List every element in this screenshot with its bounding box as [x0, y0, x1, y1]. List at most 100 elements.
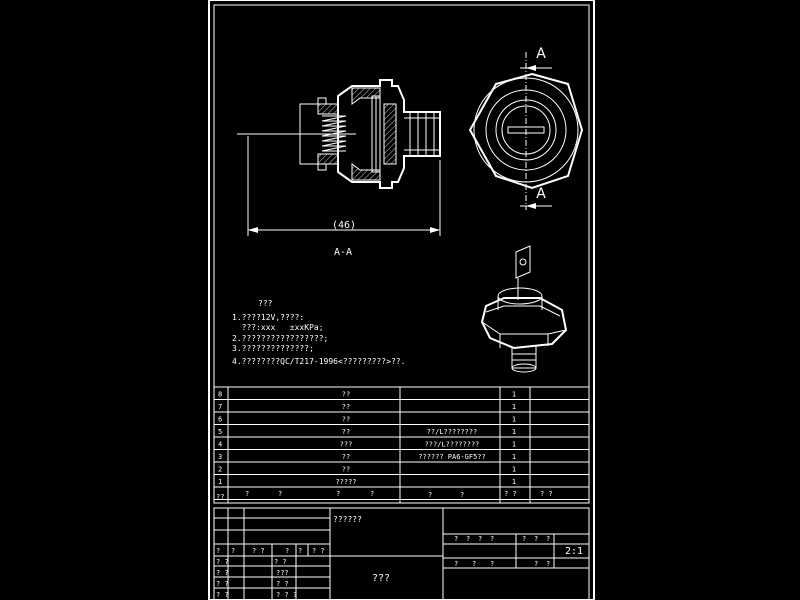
part-name: ??: [342, 416, 350, 424]
isometric-view: [480, 245, 568, 373]
part-no: 3: [218, 453, 222, 461]
part-no: 2: [218, 466, 222, 474]
part-name: ???: [340, 441, 353, 449]
sheet-info-row: ? ? ? ? ? ? ? ? ? ? ? ?: [454, 535, 550, 568]
part-qty: 1: [512, 403, 516, 411]
section-label: A-A: [334, 247, 352, 258]
spring: [300, 115, 356, 152]
header-col-5: ?: [428, 491, 432, 499]
sign-rows: ? ? ? ? ? ? ??? ? ? ? ? ? ? ? ? ?: [216, 558, 297, 599]
dim-arrow-left: [248, 227, 258, 233]
sign-row-4-value: ? ? ?: [276, 591, 297, 599]
end-view: A A: [468, 46, 584, 210]
housing-section-bottom: [351, 163, 381, 181]
company-name: ???: [372, 573, 390, 584]
part-qty: 1: [512, 391, 516, 399]
header-col-4: ?: [370, 490, 374, 498]
technical-notes: ??? 1.????12V,????: ???:xxx ±xxKPa; 2.??…: [232, 299, 405, 366]
parts-row: 7?? 1: [218, 403, 516, 411]
parts-row: 8?? 1: [218, 391, 516, 399]
part-spec: ?????? PA6-GF5??: [418, 453, 485, 461]
sheet-outer-border: [208, 0, 595, 600]
part-no: 6: [218, 416, 222, 424]
thread-section: [404, 112, 440, 156]
iso-blade: [515, 245, 531, 279]
note-line-4: 3.??????????????;: [232, 344, 314, 353]
cap-section-bottom: [317, 153, 339, 165]
parts-row: 3?? ?????? PA6-GF5?? 1: [218, 453, 516, 461]
part-no: 5: [218, 428, 222, 436]
sign-row-1-value: ? ?: [274, 558, 287, 566]
iso-blade-hole: [519, 258, 527, 266]
rev-cell-5: ?: [298, 547, 302, 555]
sheet2-cell-1: ?: [454, 560, 458, 568]
part-no: 7: [218, 403, 222, 411]
parts-row: 1?????1: [218, 478, 516, 486]
sheet-cell-4: ?: [490, 535, 494, 543]
part-qty: 1: [512, 441, 516, 449]
header-col-3: ?: [336, 490, 340, 498]
rev-cell-2: ?: [231, 547, 235, 555]
sheet-cell-2: ?: [466, 535, 470, 543]
note-line-2: ???:xxx ±xxKPa;: [232, 323, 324, 332]
housing-section-top: [351, 87, 381, 105]
part-no: 4: [218, 441, 222, 449]
parts-row: 2?? 1: [218, 466, 516, 474]
sheet-cell-3: ?: [478, 535, 482, 543]
revision-row: ? ? ? ? ? ? ? ?: [216, 547, 325, 555]
sheet2-cell-3: ?: [490, 560, 494, 568]
hex-outline: [468, 72, 584, 190]
iso-thread-end: [511, 363, 537, 373]
row-lines: [214, 399, 589, 500]
part-name: ??: [342, 466, 350, 474]
header-col-8: ? ?: [540, 490, 553, 498]
part-name: ??: [342, 428, 350, 436]
part-qty: 1: [512, 453, 516, 461]
header-col-1: ?: [245, 490, 249, 498]
cut-arrow-bottom: [526, 203, 536, 209]
rev-cell-1: ?: [216, 547, 220, 555]
parts-rows: 8??17??16??15????/L????????14??????/L???…: [218, 391, 516, 487]
part-name: ??: [342, 453, 350, 461]
title-block: ?????? ??? 2:1 ? ? ? ? ? ? ? ? ? ? ? ? ?…: [213, 507, 590, 600]
part-qty: 1: [512, 466, 516, 474]
dim-arrow-right: [430, 227, 440, 233]
housing-body: [337, 79, 441, 189]
sign-row-2-label: ? ?: [216, 569, 229, 577]
note-line-3: 2.?????????????????;: [232, 334, 328, 343]
sign-row-3-label: ? ?: [216, 580, 229, 588]
parts-row: 6?? 1: [218, 416, 516, 424]
note-line-1: 1.????12V,????:: [232, 313, 304, 322]
cut-label-top: A: [536, 46, 546, 62]
parts-row: 4??????/L????????1: [218, 441, 516, 449]
rev-cell-6: ? ?: [312, 547, 325, 555]
section-view: (46) A-A: [237, 79, 441, 258]
part-spec: ??/L????????: [427, 428, 478, 436]
part-name: ?????: [335, 478, 356, 486]
hex-section: [383, 103, 397, 165]
scale-value: 2:1: [565, 546, 583, 557]
part-name: ??: [342, 391, 350, 399]
sign-row-1-label: ? ?: [216, 558, 229, 566]
sheet-inner-border: [213, 4, 590, 504]
title-block-frame: [213, 507, 590, 600]
part-no: 8: [218, 391, 222, 399]
cut-arrow-top: [526, 65, 536, 71]
part-no: 1: [218, 478, 222, 486]
drawing-name: ??????: [333, 515, 362, 524]
iso-cap-top: [497, 287, 543, 305]
rev-cell-4: ?: [285, 547, 289, 555]
part-qty: 1: [512, 416, 516, 424]
part-name: ??: [342, 403, 350, 411]
note-line-5: 4.????????QC/T217-1996<?????????>??.: [232, 357, 405, 366]
parts-row: 5?? ??/L???????? 1: [218, 428, 516, 436]
part-qty: 1: [512, 428, 516, 436]
sheet-cell-5: ?: [522, 535, 526, 543]
iso-thread: [511, 346, 537, 369]
dimension-label: (46): [332, 220, 356, 231]
sheet2-cell-5: ?: [546, 560, 550, 568]
sign-row-3-value: ? ?: [276, 580, 289, 588]
header-no: ??: [216, 493, 224, 501]
cap-section-top: [317, 103, 339, 115]
